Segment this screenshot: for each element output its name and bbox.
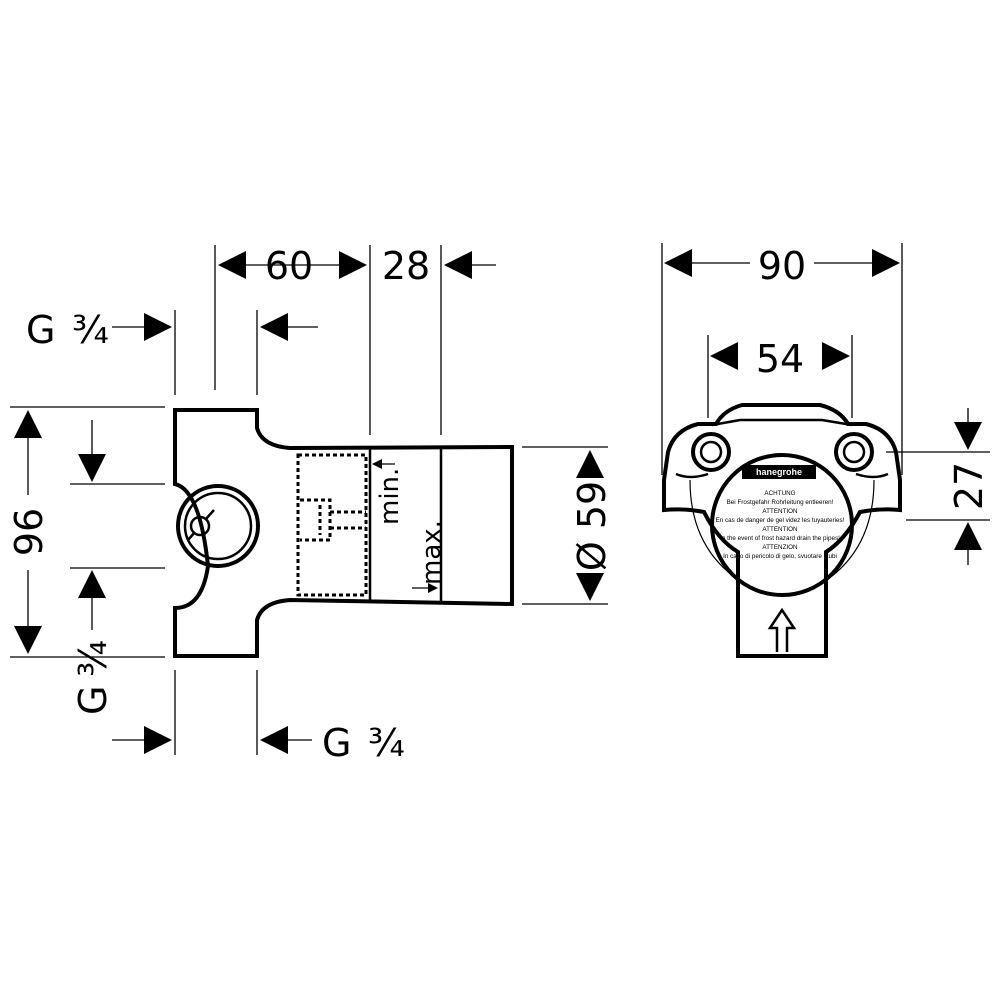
dim-diameter-label: Ø 59: [570, 481, 614, 571]
mount-hole-right-inner: [842, 440, 866, 464]
warning-line-1: ACHTUNG: [764, 490, 795, 497]
thread-bottom-fraction: ¾: [368, 721, 405, 765]
warning-line-7: ATTENZION: [762, 544, 798, 551]
max-marker-arrow: [428, 583, 438, 593]
thread-left-g: G: [71, 686, 115, 715]
dimension-96: 96: [7, 410, 51, 654]
label-max: max.: [417, 520, 447, 585]
dimension-90: 90: [664, 244, 900, 288]
dimension-60: 60: [218, 244, 367, 288]
outlet-knob: [189, 515, 211, 537]
dim-54-label: 54: [756, 337, 804, 381]
label-min: min.: [375, 468, 405, 525]
brand-name: hanegrohe: [756, 467, 802, 477]
mount-hole-left-inner: [699, 440, 723, 464]
warning-label-disc: [710, 453, 854, 597]
internal-spindle: [318, 505, 366, 535]
thread-top: G ¾: [26, 308, 318, 352]
internal-dashed-outline: [296, 453, 368, 597]
dim-28-label: 28: [382, 244, 430, 288]
front-housing-inner: [675, 418, 889, 479]
warning-line-4: En cas de danger de gel videz les tuyaut…: [716, 517, 845, 524]
dimension-27: 27: [947, 408, 991, 565]
dim-96-label: 96: [7, 508, 51, 556]
flow-direction-arrow: [767, 607, 797, 652]
dim-60-label: 60: [265, 244, 313, 288]
dim-90-label: 90: [758, 244, 806, 288]
outlet-knob-hook: [187, 509, 215, 541]
min-marker-arrow: [372, 459, 382, 469]
warning-line-3: ATTENTION: [762, 508, 798, 515]
front-view: 90 54 hanegrohe ACHTUNG Bei Frostgefahr …: [661, 243, 991, 658]
dimension-diameter: Ø 59: [522, 446, 614, 605]
mount-hole-left-outer: [691, 432, 731, 472]
dimension-54: 54: [710, 337, 850, 381]
outlet-circle-outer: [176, 484, 260, 568]
warning-line-2: Bei Frostgefahr Rohrleitung entleeren!: [727, 499, 834, 506]
side-view: min. max. 60 28 G ¾: [7, 244, 614, 765]
thread-bottom: G ¾: [112, 670, 405, 765]
thread-left: ¾ G: [71, 420, 115, 715]
warning-line-6: In the event of frost hazard drain the p…: [720, 535, 840, 542]
thread-left-fraction: ¾: [71, 640, 115, 677]
dimension-28: 28: [382, 244, 496, 288]
thread-top-g: G: [26, 308, 55, 352]
dim-27-label: 27: [947, 462, 991, 510]
thread-top-fraction: ¾: [72, 308, 109, 352]
mount-hole-right-outer: [834, 432, 874, 472]
outlet-circle-inner: [183, 491, 253, 561]
warning-line-8: In caso di pericolo di gelo, svuotare i …: [723, 553, 837, 560]
brand-badge: [742, 465, 816, 479]
warning-line-5: ATTENTION: [762, 526, 798, 533]
thread-bottom-g: G: [322, 721, 351, 765]
valve-body-outline: [173, 408, 514, 658]
front-housing-outline: [662, 403, 902, 658]
